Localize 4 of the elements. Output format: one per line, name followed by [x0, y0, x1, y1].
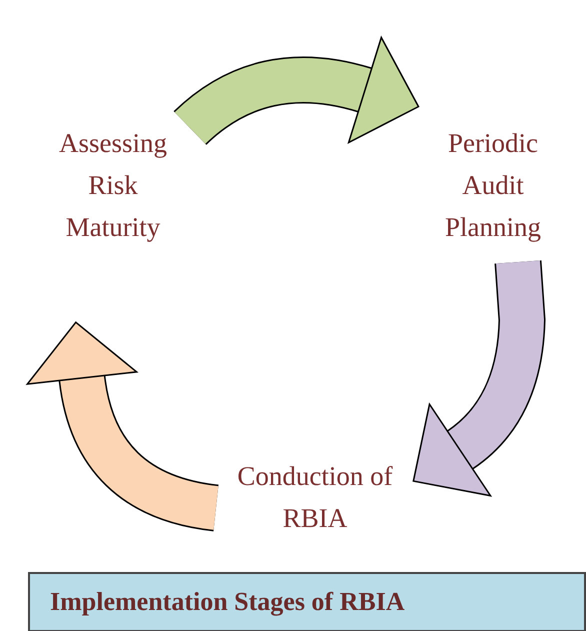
stage-label: Conduction of RBIA [236, 460, 394, 535]
stage-label: Assessing Risk Maturity [58, 127, 168, 244]
title-banner: Implementation Stages of RBIA [28, 572, 586, 631]
stage-label: Periodic Audit Planning [444, 127, 542, 244]
